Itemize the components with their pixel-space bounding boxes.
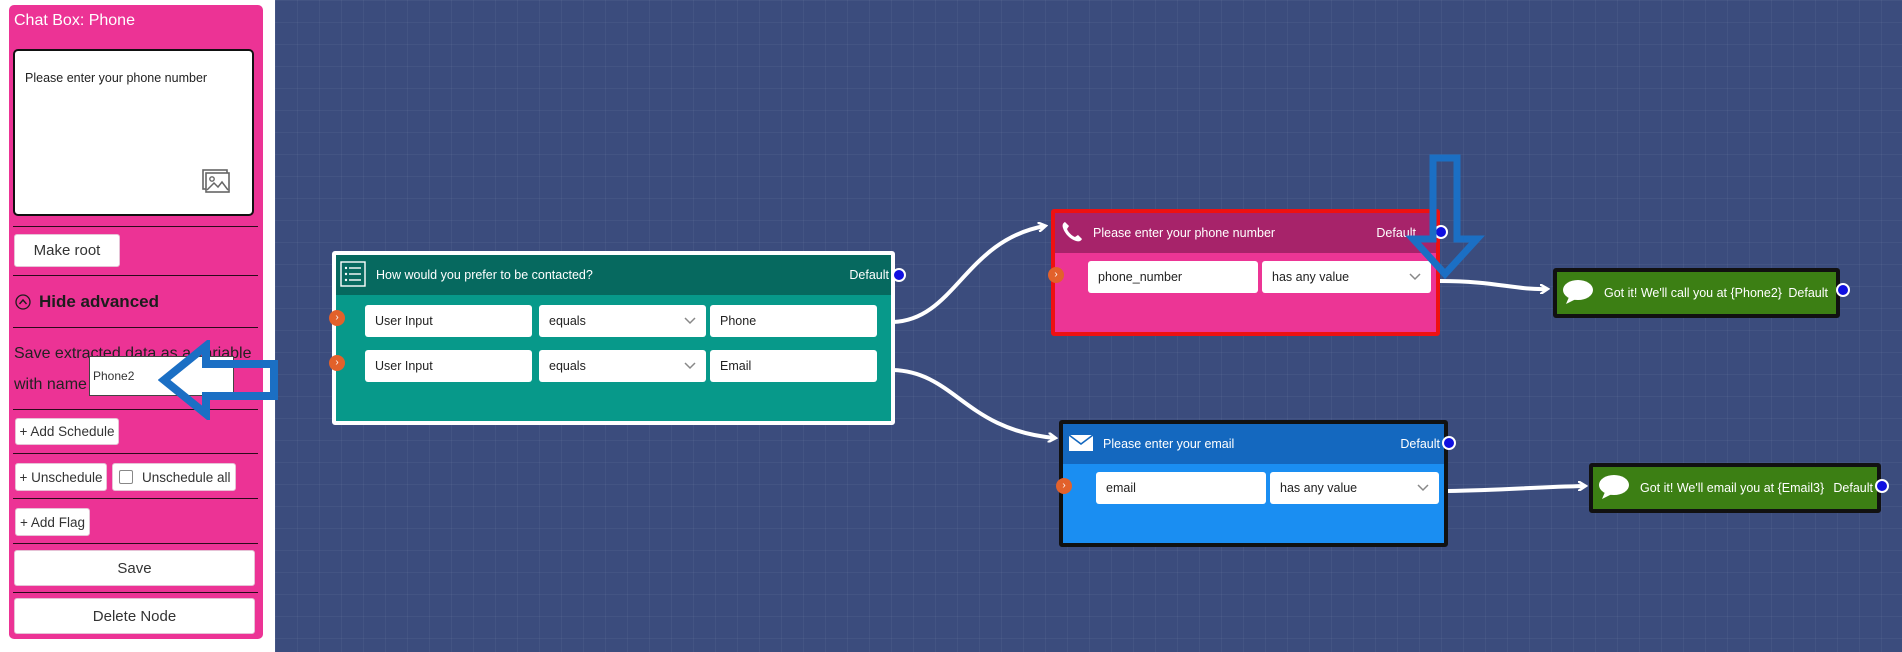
highlight-down-arrow-icon bbox=[1405, 154, 1485, 279]
divider bbox=[13, 327, 258, 328]
chevron-down-icon bbox=[684, 317, 696, 325]
question-node-title: How would you prefer to be contacted? bbox=[376, 268, 593, 282]
email-condition-select[interactable]: has any value bbox=[1270, 472, 1439, 504]
phone-node-title: Please enter your phone number bbox=[1093, 226, 1276, 240]
phone-node[interactable]: Please enter your phone number Default ›… bbox=[1048, 209, 1448, 336]
hide-advanced-label: Hide advanced bbox=[39, 292, 159, 311]
message-textarea[interactable]: Please enter your phone number bbox=[13, 49, 254, 216]
divider bbox=[13, 409, 258, 410]
node-editor-sidebar: Chat Box: Phone Please enter your phone … bbox=[9, 5, 263, 639]
chevron-down-icon bbox=[1409, 273, 1421, 281]
email-condition-value: has any value bbox=[1280, 481, 1358, 495]
row1-value-field[interactable]: Phone bbox=[710, 305, 877, 337]
row1-operator-value: equals bbox=[549, 314, 586, 328]
hide-advanced-toggle[interactable]: Hide advanced bbox=[15, 292, 159, 312]
email-node-title: Please enter your email bbox=[1103, 437, 1235, 451]
reply-phone-default-label: Default bbox=[1788, 286, 1828, 300]
row2-source-field[interactable]: User Input bbox=[365, 350, 532, 382]
row1-input-port[interactable]: › bbox=[329, 310, 345, 326]
unschedule-all-checkbox[interactable] bbox=[119, 470, 133, 484]
envelope-icon bbox=[1068, 433, 1094, 455]
divider bbox=[13, 498, 258, 499]
phone-input-port[interactable]: › bbox=[1048, 267, 1064, 283]
sidebar-title: Chat Box: Phone bbox=[14, 12, 135, 29]
row1-source-field[interactable]: User Input bbox=[365, 305, 532, 337]
divider bbox=[13, 275, 258, 276]
reply-phone-node[interactable]: Got it! We'll call you at {Phone2} Defau… bbox=[1553, 268, 1840, 318]
message-text: Please enter your phone number bbox=[25, 71, 208, 85]
row2-input-port[interactable]: › bbox=[329, 355, 345, 371]
reply-email-default-label: Default bbox=[1833, 481, 1873, 495]
divider bbox=[13, 226, 258, 227]
divider bbox=[13, 543, 258, 544]
reply-email-text: Got it! We'll email you at {Email3} bbox=[1640, 481, 1825, 495]
phone-condition-select[interactable]: has any value bbox=[1262, 261, 1431, 293]
list-icon bbox=[340, 260, 366, 290]
row2-operator-select[interactable]: equals bbox=[539, 350, 706, 382]
reply-phone-text: Got it! We'll call you at {Phone2} bbox=[1604, 286, 1782, 300]
phone-condition-value: has any value bbox=[1272, 270, 1350, 284]
question-default-label: Default bbox=[849, 268, 889, 282]
email-default-label: Default bbox=[1400, 437, 1440, 451]
delete-node-button[interactable]: Delete Node bbox=[14, 598, 255, 634]
question-node[interactable]: How would you prefer to be contacted? De… bbox=[329, 251, 906, 425]
add-schedule-button[interactable]: + Add Schedule bbox=[15, 418, 119, 445]
question-node-header: How would you prefer to be contacted? De… bbox=[336, 255, 891, 295]
unschedule-all-toggle[interactable]: Unschedule all bbox=[112, 463, 236, 491]
flow-canvas[interactable]: How would you prefer to be contacted? De… bbox=[275, 0, 1902, 652]
email-node[interactable]: Please enter your email Default › email … bbox=[1056, 420, 1456, 547]
divider bbox=[13, 592, 258, 593]
email-default-port[interactable] bbox=[1442, 436, 1456, 450]
row2-operator-value: equals bbox=[549, 359, 586, 373]
phone-icon bbox=[1060, 220, 1084, 247]
phone-variable-field[interactable]: phone_number bbox=[1088, 261, 1258, 293]
reply-phone-default-port[interactable] bbox=[1836, 283, 1850, 297]
chevron-up-circle-icon bbox=[15, 294, 31, 310]
make-root-button[interactable]: Make root bbox=[14, 234, 120, 267]
email-input-port[interactable]: › bbox=[1056, 478, 1072, 494]
email-node-header: Please enter your email Default bbox=[1063, 424, 1444, 464]
variable-name-input[interactable]: Phone2 bbox=[89, 356, 234, 396]
chevron-down-icon bbox=[684, 362, 696, 370]
image-upload-icon[interactable] bbox=[202, 169, 230, 198]
unschedule-all-label: Unschedule all bbox=[142, 469, 231, 485]
chat-bubble-icon bbox=[1562, 279, 1594, 308]
unschedule-button[interactable]: + Unschedule bbox=[15, 463, 107, 491]
connector-lines bbox=[892, 0, 1902, 493]
phone-node-header: Please enter your phone number Default bbox=[1055, 213, 1436, 253]
question-default-port[interactable] bbox=[892, 268, 906, 282]
save-button[interactable]: Save bbox=[14, 550, 255, 586]
add-flag-button[interactable]: + Add Flag bbox=[15, 508, 90, 536]
chat-bubble-icon bbox=[1598, 474, 1630, 503]
row1-operator-select[interactable]: equals bbox=[539, 305, 706, 337]
row2-value-field[interactable]: Email bbox=[710, 350, 877, 382]
highlight-left-arrow-icon bbox=[158, 340, 278, 420]
reply-email-node[interactable]: Got it! We'll email you at {Email3} Defa… bbox=[1589, 463, 1881, 513]
chevron-down-icon bbox=[1417, 484, 1429, 492]
divider bbox=[13, 453, 258, 454]
reply-email-default-port[interactable] bbox=[1875, 479, 1889, 493]
email-variable-field[interactable]: email bbox=[1096, 472, 1266, 504]
